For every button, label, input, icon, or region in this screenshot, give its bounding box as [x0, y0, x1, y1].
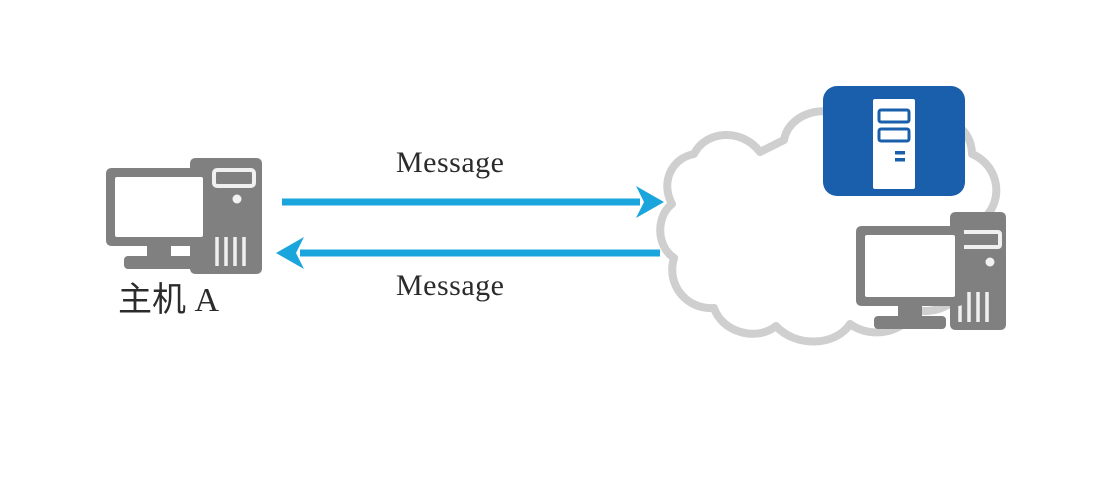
monitor-screen [865, 235, 955, 297]
server-icon [823, 86, 965, 196]
arrow-outbound-label: Message [396, 146, 505, 179]
tower-drive-slot [212, 168, 256, 188]
arrow-inbound [276, 237, 660, 269]
server-led-2 [895, 158, 905, 162]
arrow-outbound [282, 186, 664, 218]
host-a-label: 主机 A [118, 282, 220, 319]
monitor-neck [898, 306, 922, 316]
arrowhead-right-icon [636, 186, 664, 218]
desktop-computer-icon [856, 212, 1006, 330]
arrowhead-left-icon [276, 237, 304, 269]
arrow-inbound-label: Message [396, 269, 505, 302]
monitor-screen [115, 177, 203, 237]
tower-vents [215, 237, 246, 266]
server-led-1 [895, 151, 905, 155]
monitor-base [874, 316, 946, 329]
desktop-computer-icon [106, 158, 262, 274]
server-bay-1 [877, 108, 911, 124]
monitor-neck [147, 246, 171, 256]
tower-power-button [985, 257, 995, 267]
monitor-base [124, 256, 194, 269]
server-bay-2 [877, 127, 911, 143]
tower-power-button [232, 194, 242, 204]
